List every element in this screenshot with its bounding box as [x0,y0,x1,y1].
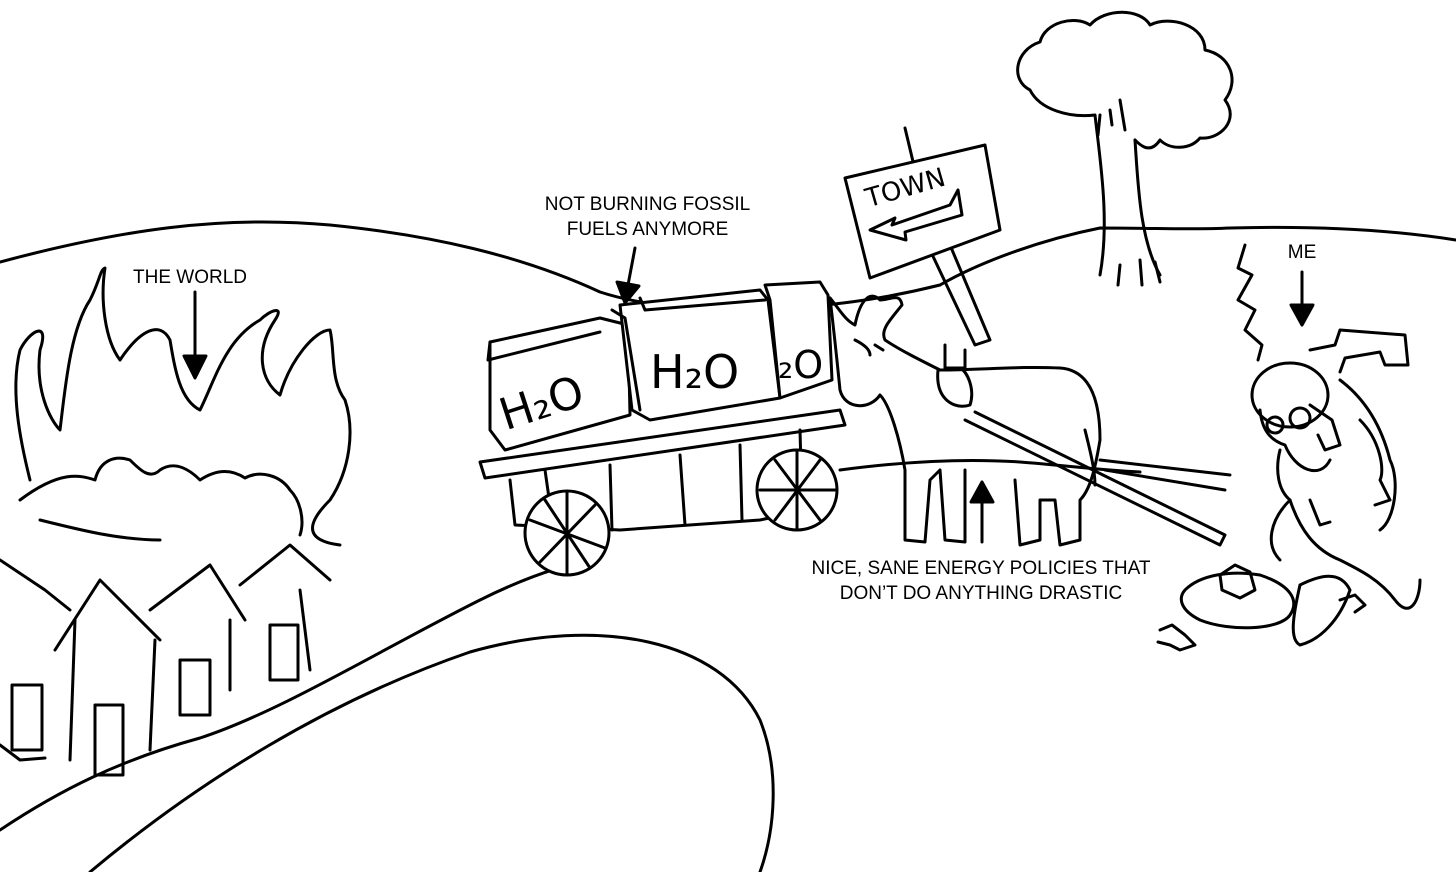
fossil-caption-line2: FUELS ANYMORE [566,219,729,240]
me-arrow [1289,270,1315,327]
me-caption: ME [1282,240,1322,265]
barrels: H₂O H₂O ₂O [486,280,834,452]
barrel-middle-label: H₂O [650,345,739,399]
fossil-arrow [615,246,641,305]
burning-town [0,266,352,777]
right-hill-line [938,225,1456,287]
world-arrow [182,290,208,380]
donkey [828,294,1102,547]
world-caption: THE WORLD [120,265,260,290]
policies-arrow [969,480,995,544]
barrel-right-label: ₂O [778,343,823,387]
fossil-caption: NOT BURNING FOSSIL FUELS ANYMORE [520,192,775,242]
cart-shafts [963,410,1232,547]
policies-caption-line2: DON’T DO ANYTHING DRASTIC [839,583,1123,604]
middle-ground-line [838,458,1142,474]
fossil-caption-line1: NOT BURNING FOSSIL [544,194,751,215]
foreground-hill [88,633,775,872]
me-caption-text: ME [1287,242,1317,263]
policies-caption: NICE, SANE ENERGY POLICIES THAT DON’T DO… [780,556,1182,606]
man-figure [1156,243,1422,652]
world-caption-text: THE WORLD [133,267,247,288]
cart [478,408,847,577]
town-sign: TOWN [843,126,1002,347]
front-hill-line [0,556,602,832]
tree [1016,10,1234,287]
policies-caption-line1: NICE, SANE ENERGY POLICIES THAT [811,558,1151,579]
